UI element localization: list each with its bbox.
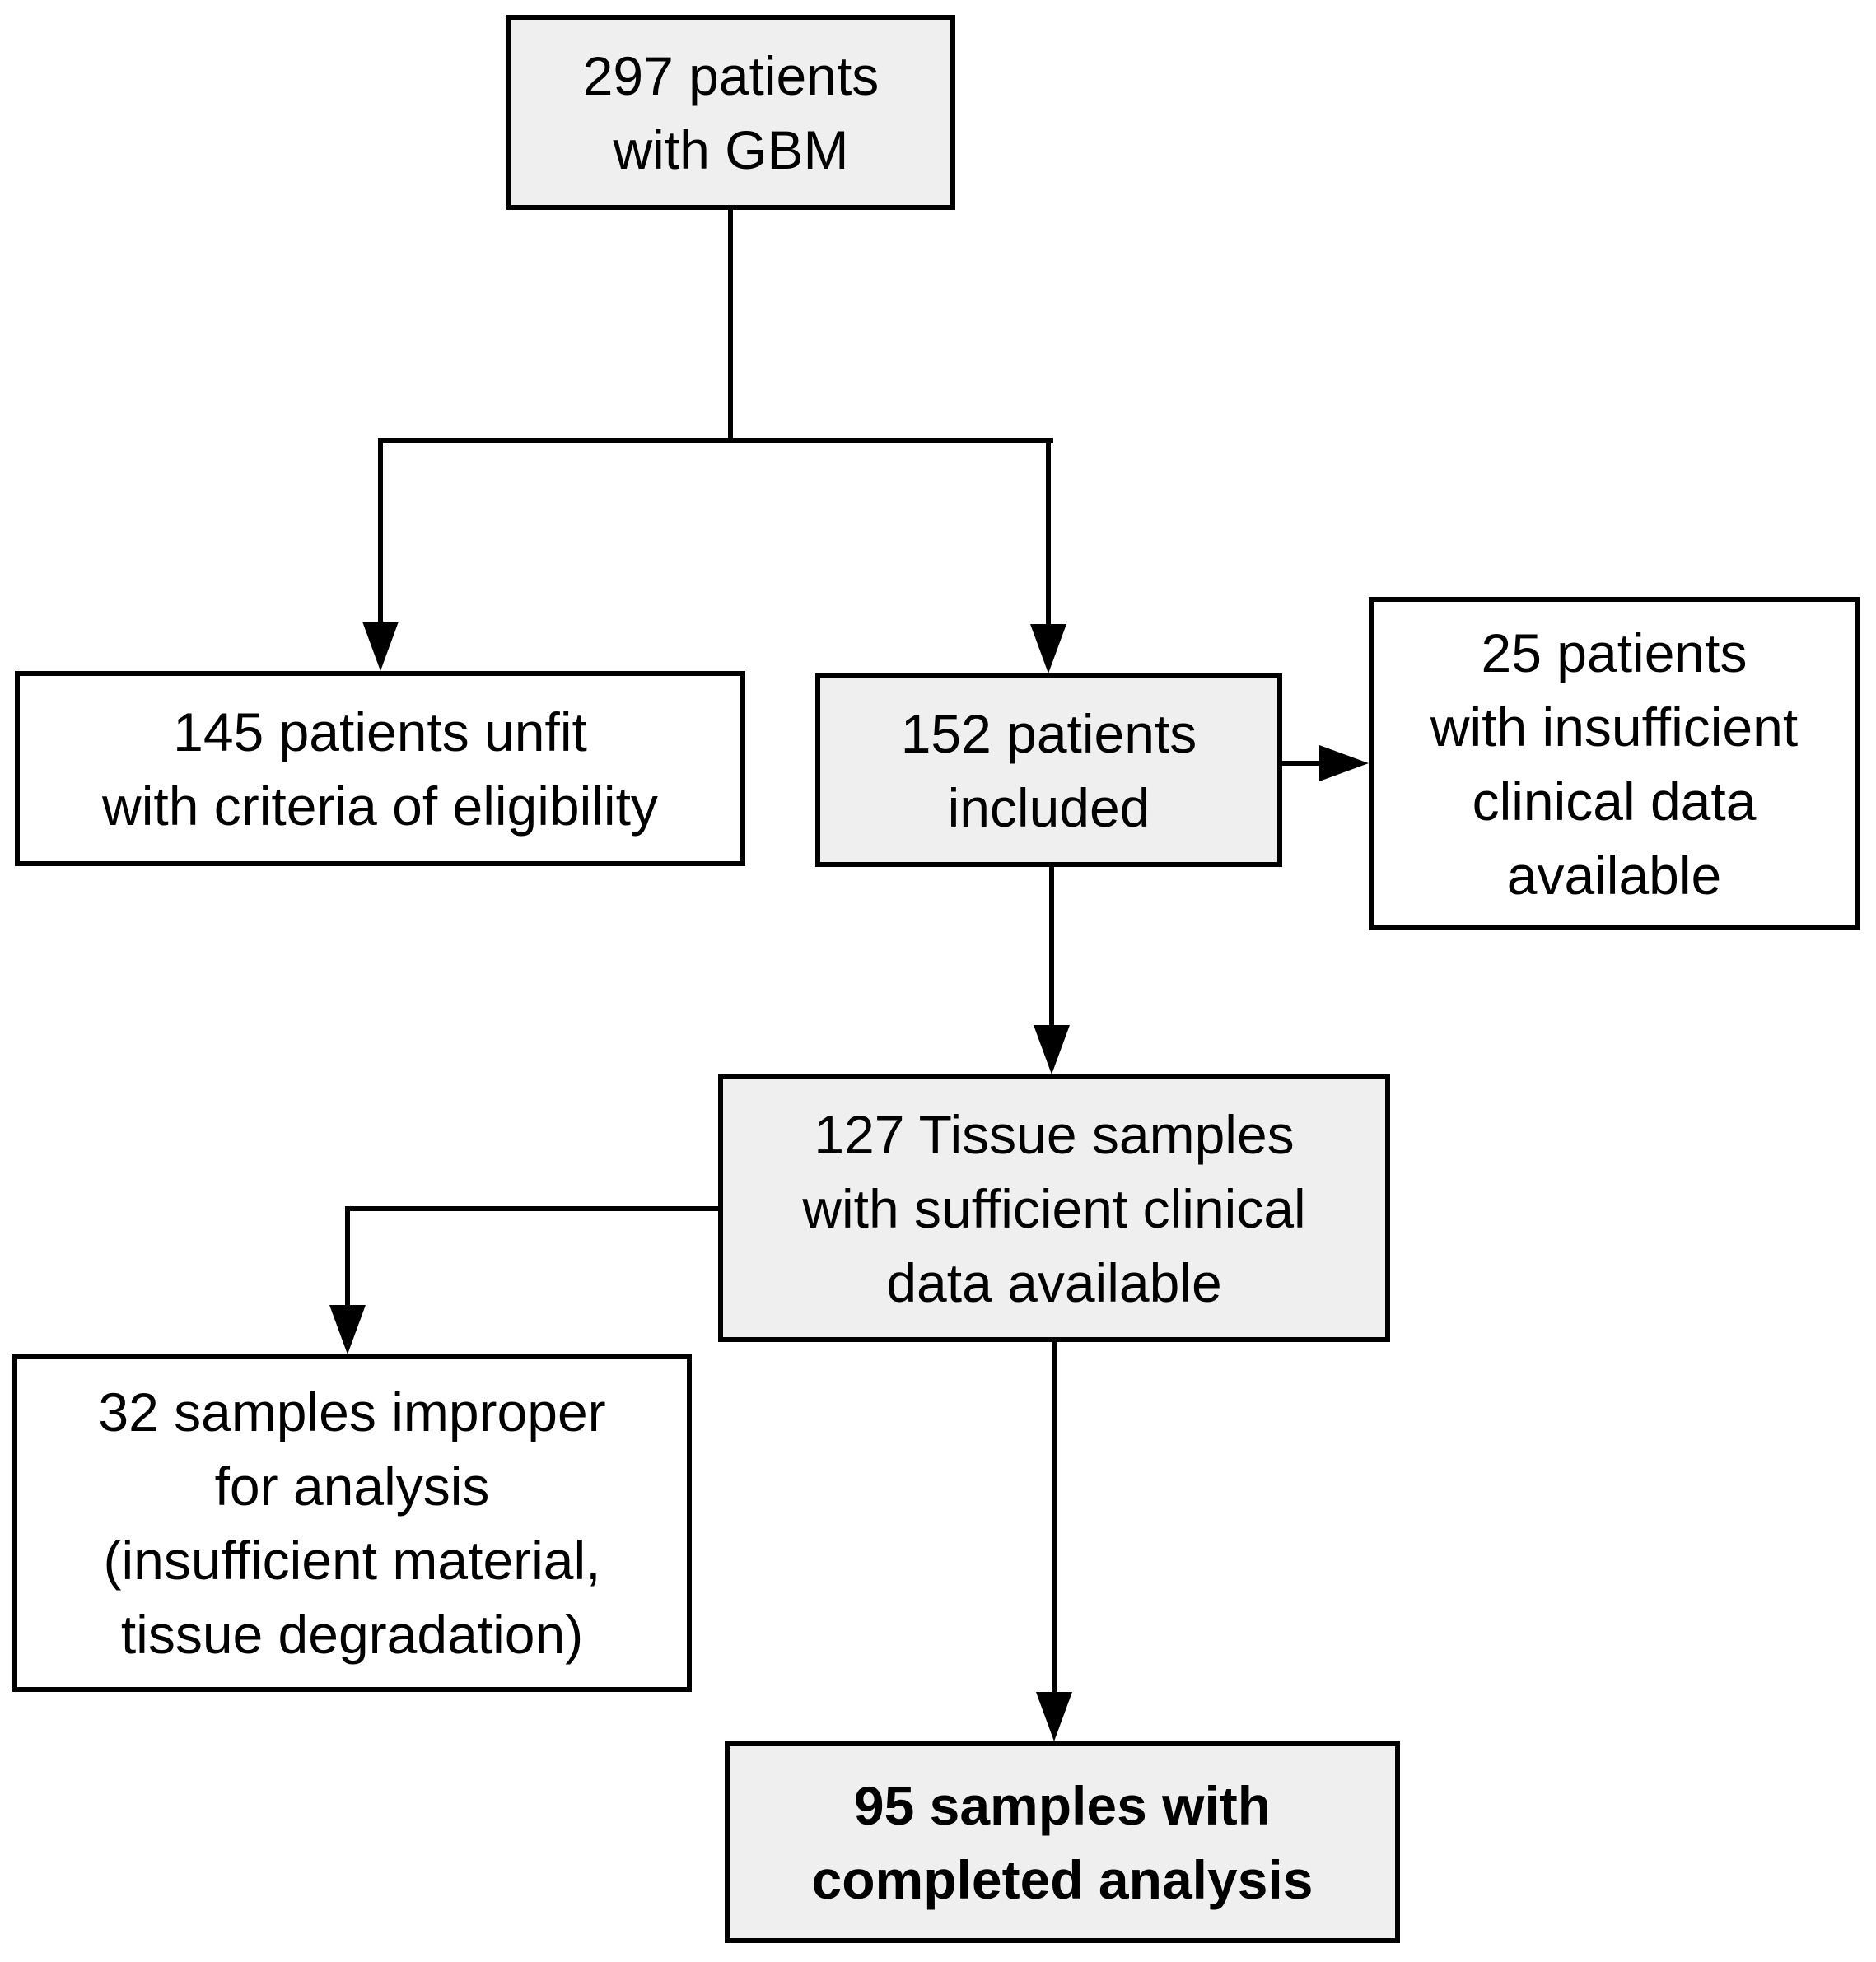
connector-split-horizontal-line (378, 438, 1053, 443)
connector-insufficient-right-line (1282, 761, 1322, 766)
box-insufficient-clinical-data: 25 patients with insufficient clinical d… (1369, 597, 1860, 930)
arrowhead-to-unfit-icon (362, 622, 399, 671)
arrowhead-to-insufficient-icon (1319, 745, 1369, 781)
box-total-patients: 297 patients with GBM (506, 15, 955, 210)
arrowhead-to-included-icon (1030, 624, 1066, 673)
connector-completed-down-line (1052, 1340, 1057, 1694)
box-unfit-patients: 145 patients unfit with criteria of elig… (15, 671, 745, 866)
connector-improper-down-line (345, 1209, 350, 1307)
box-tissue-samples: 127 Tissue samples with sufficient clini… (718, 1074, 1390, 1342)
box-completed-analysis: 95 samples with completed analysis (725, 1741, 1400, 1943)
box-improper-samples: 32 samples improper for analysis (insuff… (12, 1354, 692, 1692)
arrowhead-to-completed-icon (1036, 1692, 1072, 1741)
connector-improper-horizontal-line (345, 1206, 721, 1211)
connector-tissue-down-line (1049, 864, 1054, 1027)
arrowhead-to-improper-icon (329, 1305, 366, 1354)
box-included-patients: 152 patients included (815, 673, 1282, 867)
connector-included-down-line (1046, 440, 1051, 626)
arrowhead-to-tissue-icon (1034, 1025, 1070, 1074)
connector-total-down-line (728, 207, 733, 443)
connector-unfit-down-line (378, 440, 383, 623)
